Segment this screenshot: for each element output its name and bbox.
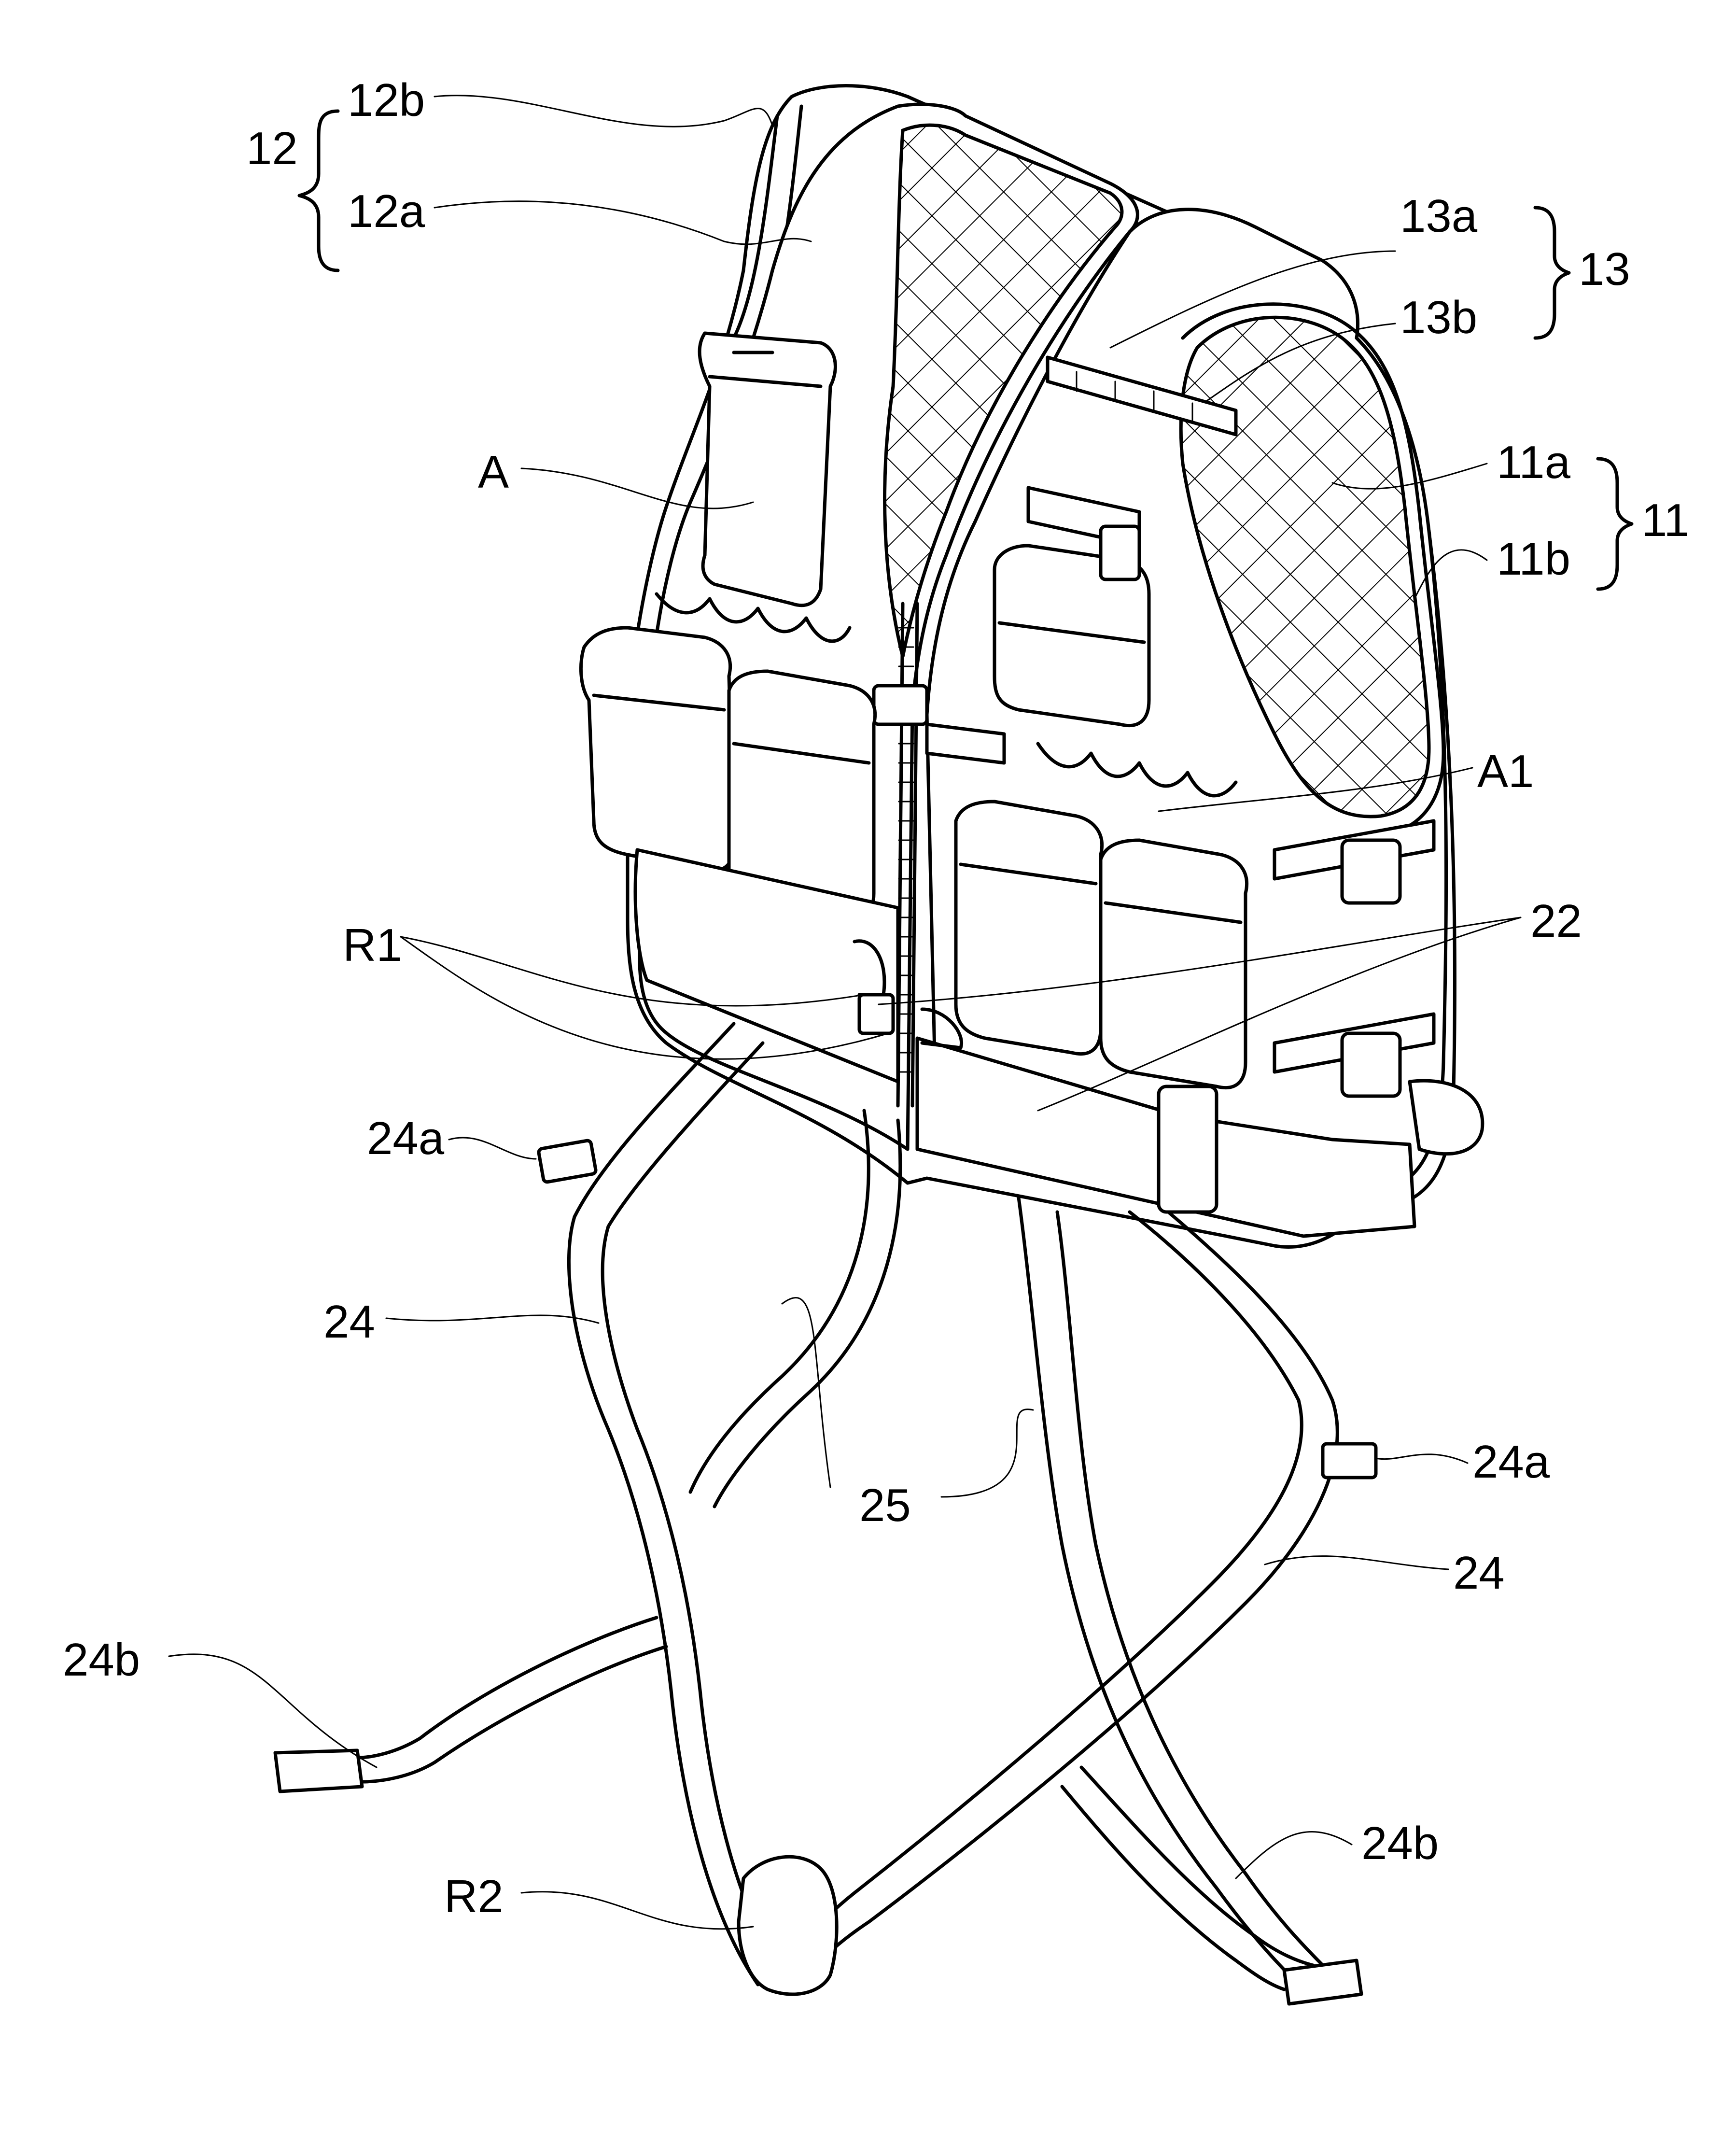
label-13b: 13b bbox=[1400, 292, 1477, 343]
left-strap-24b-outer bbox=[355, 1616, 658, 1760]
right-pocket-flaps bbox=[959, 862, 1243, 924]
label-13a: 13a bbox=[1400, 190, 1478, 242]
label-13: 13 bbox=[1579, 243, 1630, 295]
ring-r1-left bbox=[853, 939, 886, 997]
label-24b-right: 24b bbox=[1361, 1818, 1439, 1869]
left-mesh-panel bbox=[883, 123, 1124, 657]
upper-chest-pocket bbox=[993, 544, 1151, 728]
label-11a: 11a bbox=[1497, 437, 1571, 488]
zipper-pull bbox=[872, 684, 929, 726]
label-25: 25 bbox=[859, 1480, 911, 1531]
zipper-tab bbox=[925, 722, 1006, 765]
ring-r1-loop bbox=[857, 993, 895, 1035]
chest-buckle bbox=[1099, 524, 1141, 581]
label-24-right: 24 bbox=[1453, 1547, 1505, 1599]
left-buckle-24a bbox=[537, 1139, 598, 1184]
waist-belt-left bbox=[633, 848, 900, 1084]
label-r2: R2 bbox=[444, 1871, 504, 1922]
center-strap-25-d bbox=[1055, 1210, 1330, 1972]
right-mesh-panel bbox=[1179, 315, 1431, 818]
label-22: 22 bbox=[1530, 895, 1582, 947]
label-12a: 12a bbox=[348, 185, 425, 237]
belt-buckle bbox=[1157, 1085, 1218, 1214]
shoulder-pocket-a bbox=[698, 331, 837, 607]
belt-end-loop bbox=[1408, 1079, 1484, 1156]
right-pocket-1 bbox=[954, 800, 1104, 1056]
side-buckle-lower bbox=[1340, 1031, 1402, 1098]
right-strap-24b-inner bbox=[1079, 1765, 1315, 1967]
left-buckle-24b bbox=[273, 1748, 364, 1793]
side-buckle-upper bbox=[1340, 838, 1402, 905]
left-pocket-flaps bbox=[592, 693, 871, 765]
leader-lines bbox=[168, 95, 1522, 1930]
label-11: 11 bbox=[1641, 494, 1690, 546]
center-strap-25-b bbox=[713, 1118, 902, 1508]
left-strap-24-inner bbox=[601, 1041, 779, 1967]
brace-12 bbox=[297, 109, 340, 272]
chest-strap-dash bbox=[1076, 371, 1193, 423]
label-12: 12 bbox=[246, 123, 298, 174]
left-strap-24-outer bbox=[567, 1022, 760, 1987]
label-24a-right: 24a bbox=[1472, 1436, 1550, 1488]
right-pocket-2 bbox=[1099, 838, 1249, 1090]
label-24-left: 24 bbox=[323, 1296, 375, 1348]
center-strap-25-a bbox=[688, 1109, 870, 1494]
center-strap-25-c bbox=[1017, 1196, 1305, 1991]
label-11b: 11b bbox=[1497, 533, 1570, 585]
molle-loops-right bbox=[1036, 742, 1238, 798]
ring-r2 bbox=[737, 1855, 839, 1996]
left-strap-24b-inner bbox=[360, 1645, 668, 1784]
right-buckle-24a bbox=[1321, 1442, 1378, 1480]
label-12b: 12b bbox=[348, 74, 425, 126]
pocket-a-flap bbox=[708, 351, 823, 388]
label-r1: R1 bbox=[343, 919, 402, 971]
ring-r1-right bbox=[920, 1007, 963, 1050]
label-a1: A1 bbox=[1477, 746, 1534, 797]
right-strap-24-inner bbox=[809, 1210, 1303, 1943]
reference-labels: 12 12b 12a 13a 13 13b A 11a 11 11b A1 R1… bbox=[63, 74, 1690, 1922]
brace-11 bbox=[1596, 457, 1634, 591]
brace-13 bbox=[1533, 206, 1571, 340]
left-pocket-1 bbox=[579, 626, 736, 873]
right-buckle-24b bbox=[1282, 1959, 1363, 2006]
label-24b-left: 24b bbox=[63, 1634, 140, 1686]
vest-body bbox=[579, 84, 1484, 1249]
right-strap-24-outer bbox=[799, 1210, 1339, 1991]
label-a: A bbox=[478, 446, 509, 498]
upper-chest-pocket-flap bbox=[997, 621, 1146, 644]
label-24a-left: 24a bbox=[367, 1113, 445, 1164]
right-mesh-border bbox=[1181, 302, 1445, 837]
molle-loops-left bbox=[655, 592, 852, 643]
right-strap-24b-outer bbox=[1060, 1785, 1286, 1991]
chest-strap bbox=[1046, 355, 1238, 437]
harness bbox=[273, 1022, 1378, 2006]
